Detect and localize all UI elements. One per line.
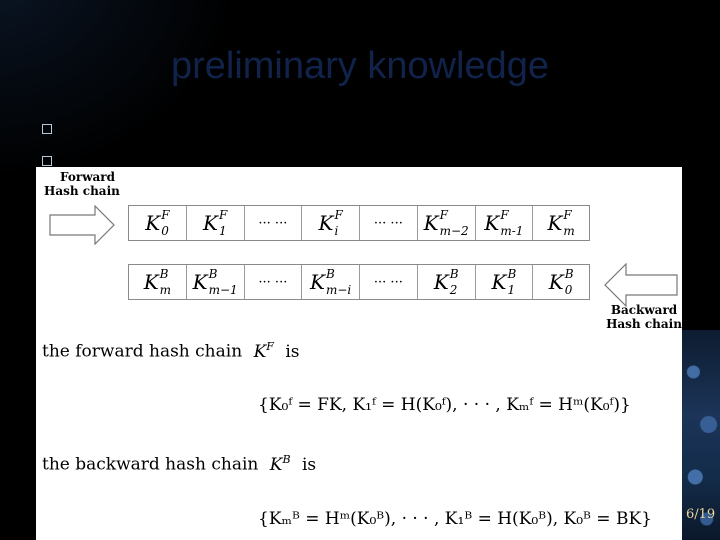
bullet-square-icon [42,124,52,134]
forward-ellipsis-cell: ··· ··· [360,206,418,240]
backward-arrow-icon [604,263,678,307]
backward-formula: {Kₘᴮ = Hᵐ(K₀ᴮ), · · · , K₁ᴮ = H(K₀ᴮ), K₀… [258,509,652,529]
definition-panel: the forward hash chain KF is {K₀ᶠ = FK, … [36,337,682,540]
page-number: 6/19 [686,507,716,522]
background-glow [0,0,240,180]
slide-title: preliminary knowledge [170,45,550,87]
backward-definition-line: the backward hash chain KB is [42,453,317,475]
forward-definition-line: the forward hash chain KF is [42,340,300,362]
forward-formula: {K₀ᶠ = FK, K₁ᶠ = H(K₀ᶠ), · · · , Kₘᶠ = H… [258,395,631,415]
bullet-square-icon [42,156,52,166]
dragon-watermark-icon [682,330,720,540]
backward-ellipsis-cell: ··· ··· [245,265,303,299]
forward-label: Forward Hash chain [44,170,120,198]
backward-ellipsis-cell: ··· ··· [360,265,418,299]
forward-arrow-icon [49,205,115,245]
backward-label: Backward Hash chain [606,303,682,331]
forward-ellipsis-cell: ··· ··· [245,206,303,240]
